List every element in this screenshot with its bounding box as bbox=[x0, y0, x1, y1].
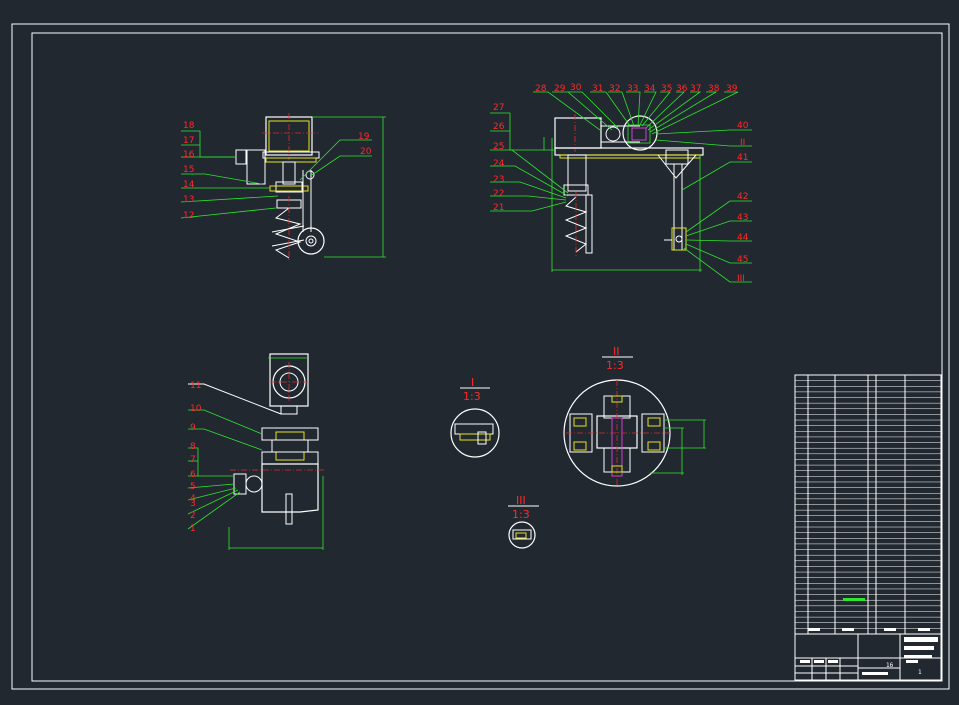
drawing-frame bbox=[11, 23, 950, 690]
label-15: 15 bbox=[183, 165, 194, 175]
detail-iii-id: III bbox=[516, 494, 526, 507]
label-31: 31 bbox=[592, 84, 603, 94]
detail-ii bbox=[563, 356, 706, 487]
label-17: 17 bbox=[183, 136, 194, 146]
detail-ii-scale: 1:3 bbox=[606, 359, 624, 372]
front-view-labels: 27 26 25 24 23 22 21 28 29 30 31 32 33 3… bbox=[493, 83, 749, 284]
label-41: 41 bbox=[737, 153, 748, 163]
label-27: 27 bbox=[493, 103, 504, 113]
label-13: 13 bbox=[183, 195, 194, 205]
detail-i-id: I bbox=[471, 376, 474, 389]
label-34: 34 bbox=[644, 84, 656, 94]
label-1: 1 bbox=[190, 524, 196, 534]
sheet-total: 1 bbox=[918, 669, 922, 676]
detail-ii-id: II bbox=[613, 345, 620, 358]
label-14: 14 bbox=[183, 180, 195, 190]
label-45: 45 bbox=[737, 255, 748, 265]
label-3: 3 bbox=[190, 499, 196, 509]
detail-iii bbox=[508, 505, 539, 549]
label-38: 38 bbox=[708, 84, 720, 94]
label-33: 33 bbox=[627, 84, 638, 94]
label-III: III bbox=[737, 274, 745, 284]
label-30: 30 bbox=[570, 83, 582, 93]
label-37: 37 bbox=[690, 84, 701, 94]
label-42: 42 bbox=[737, 192, 748, 202]
label-26: 26 bbox=[493, 122, 505, 132]
label-8: 8 bbox=[190, 442, 196, 452]
label-22: 22 bbox=[493, 189, 504, 199]
label-6: 6 bbox=[190, 470, 196, 480]
top-view bbox=[187, 353, 326, 550]
label-29: 29 bbox=[554, 84, 566, 94]
label-10: 10 bbox=[190, 404, 202, 414]
bom-table bbox=[794, 374, 942, 635]
label-35: 35 bbox=[661, 84, 672, 94]
label-21: 21 bbox=[493, 203, 504, 213]
label-44: 44 bbox=[737, 233, 749, 243]
label-24: 24 bbox=[493, 159, 505, 169]
label-18: 18 bbox=[183, 121, 195, 131]
label-2: 2 bbox=[190, 511, 196, 521]
side-view-labels: 18 17 16 15 14 13 12 19 20 bbox=[183, 121, 372, 221]
detail-i-scale: 1:3 bbox=[463, 390, 481, 403]
label-28: 28 bbox=[535, 84, 547, 94]
label-7: 7 bbox=[190, 455, 196, 465]
label-25: 25 bbox=[493, 142, 504, 152]
label-43: 43 bbox=[737, 213, 748, 223]
label-9: 9 bbox=[190, 423, 196, 433]
label-19: 19 bbox=[358, 132, 370, 142]
label-20: 20 bbox=[360, 147, 372, 157]
front-view bbox=[490, 91, 752, 283]
label-II: II bbox=[740, 138, 745, 148]
sheet-number: 16 bbox=[886, 662, 894, 669]
label-11: 11 bbox=[190, 381, 201, 391]
label-12: 12 bbox=[183, 211, 194, 221]
label-23: 23 bbox=[493, 175, 504, 185]
label-32: 32 bbox=[609, 84, 620, 94]
side-view bbox=[180, 113, 386, 260]
title-block bbox=[794, 598, 942, 681]
label-39: 39 bbox=[726, 84, 738, 94]
top-view-labels: 11 10 9 8 7 6 5 4 3 2 1 bbox=[190, 381, 202, 534]
detail-i bbox=[450, 387, 500, 458]
label-40: 40 bbox=[737, 121, 749, 131]
detail-iii-scale: 1:3 bbox=[512, 508, 530, 521]
label-36: 36 bbox=[676, 84, 688, 94]
label-16: 16 bbox=[183, 150, 195, 160]
label-5: 5 bbox=[190, 482, 196, 492]
label-4: 4 bbox=[190, 494, 196, 504]
